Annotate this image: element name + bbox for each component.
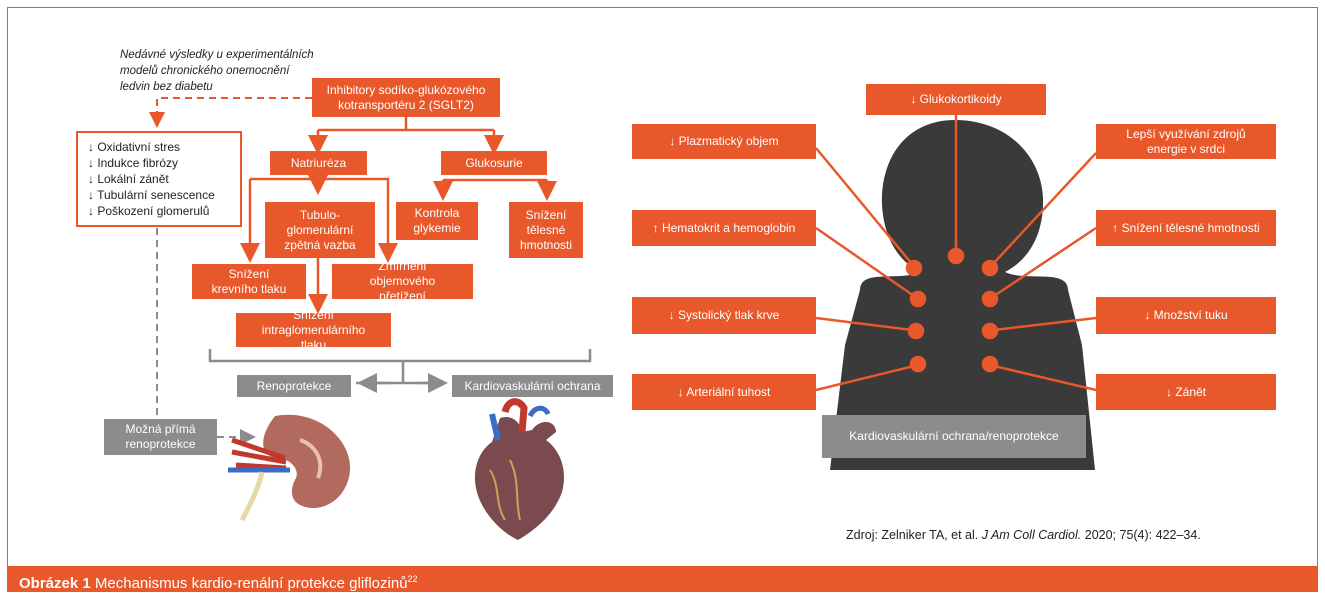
caption-label: Obrázek 1 [19,575,91,592]
zanet-box: ↓ Zánět [1096,374,1276,410]
source-journal: J Am Coll Cardiol. [982,528,1082,542]
note-line: Nedávné výsledky u experimentálních [120,47,314,63]
source-prefix: Zdroj: Zelniker TA, et al. [846,528,982,542]
kardio-ochrana-box: Kardiovaskulární ochrana [452,375,613,397]
kontrola-box: Kontrola glykemie [396,202,478,240]
tubulo-box: Tubulo-glomerulární zpětná vazba [265,202,375,258]
experimental-note: Nedávné výsledky u experimentálních mode… [120,47,314,95]
note-line: ledvin bez diabetu [120,79,314,95]
zmirneni-box: Zmírnění objemového přetížení [332,264,473,299]
systolicky-tlak-box: ↓ Systolický tlak krve [632,297,816,334]
hmotnost-box: ↑ Snížení tělesné hmotnosti [1096,210,1276,246]
source-citation: Zdroj: Zelniker TA, et al. J Am Coll Car… [846,528,1201,542]
heart-illustration [475,402,564,540]
sglt2-box: Inhibitory sodíko-glukózového kotranspor… [312,78,500,117]
effects-box: ↓ Oxidativní stres ↓ Indukce fibrózy ↓ L… [76,131,242,227]
effect-item: ↓ Poškození glomerulů [88,203,240,219]
natriureza-box: Natriuréza [270,151,367,175]
plazmaticky-objem-box: ↓ Plazmatický objem [632,124,816,159]
body-ochrana-box: Kardiovaskulární ochrana/renoprotekce [822,415,1086,458]
energie-box: Lepší využívání zdrojů energie v srdci [1096,124,1276,159]
figure-caption: Obrázek 1 Mechanismus kardio-renální pro… [7,566,1318,592]
hematokrit-box: ↑ Hematokrit a hemoglobin [632,210,816,246]
snizeni-hmotnosti-box: Snížení tělesné hmotnosti [509,202,583,258]
effect-item: ↓ Indukce fibrózy [88,155,240,171]
caption-text: Mechanismus kardio-renální protekce glif… [91,575,408,592]
glukokortikoidy-box: ↓ Glukokortikoidy [866,84,1046,115]
caption-ref: 22 [408,574,418,584]
tuk-box: ↓ Množství tuku [1096,297,1276,334]
note-line: modelů chronického onemocnění [120,63,314,79]
kidney-illustration [228,415,350,520]
snizeni-tlaku-box: Snížení krevního tlaku [192,264,306,299]
effect-item: ↓ Oxidativní stres [88,139,240,155]
source-suffix: 2020; 75(4): 422–34. [1081,528,1201,542]
arterialni-tuhost-box: ↓ Arteriální tuhost [632,374,816,410]
intraglomerular-box: Snížení intraglomerulárního tlaku [236,313,391,347]
effect-item: ↓ Tubulární senescence [88,187,240,203]
renoprotekce-box: Renoprotekce [237,375,351,397]
glukosurie-box: Glukosurie [441,151,547,175]
prima-renoprotekce-box: Možná přímá renoprotekce [104,419,217,455]
effect-item: ↓ Lokální zánět [88,171,240,187]
